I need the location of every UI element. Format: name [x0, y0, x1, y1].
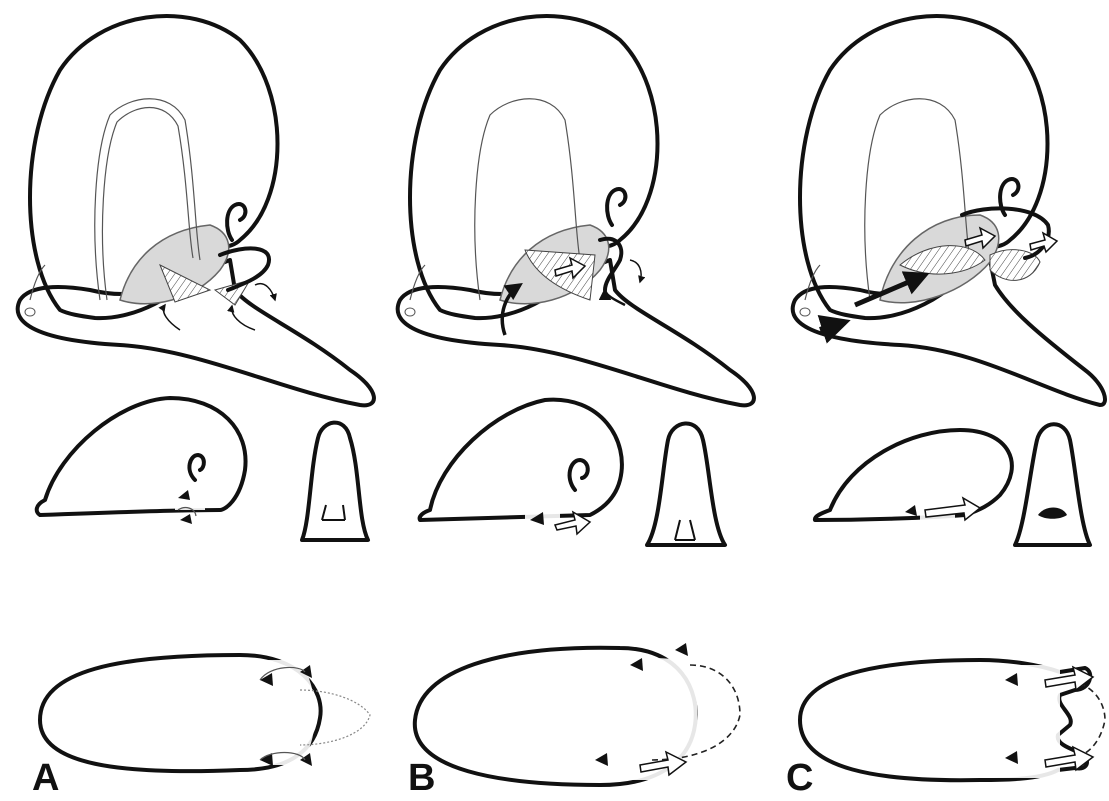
snail-A: [18, 16, 374, 405]
profile-A: [37, 398, 246, 524]
arrow-B-2: [630, 260, 641, 282]
profile-C: [815, 430, 1012, 520]
profile-B: [420, 400, 622, 534]
panel-label-A: A: [32, 757, 59, 799]
section-A: [302, 423, 368, 540]
section-B: [647, 423, 725, 545]
snail-B: [398, 16, 754, 405]
coil-A: [227, 204, 245, 240]
arrow-A-1: [163, 305, 180, 330]
ventral-B: [415, 643, 740, 785]
coil-B: [607, 189, 625, 225]
arrow-C-short: [820, 322, 845, 330]
ventral-A: [40, 655, 370, 771]
snail-C: [793, 16, 1105, 405]
section-C: [1015, 424, 1090, 545]
arrow-A-2: [232, 306, 255, 330]
panel-label-B: B: [408, 757, 435, 799]
ventral-C: [800, 660, 1105, 780]
arrow-A-3: [255, 284, 275, 300]
panel-label-C: C: [786, 757, 813, 799]
